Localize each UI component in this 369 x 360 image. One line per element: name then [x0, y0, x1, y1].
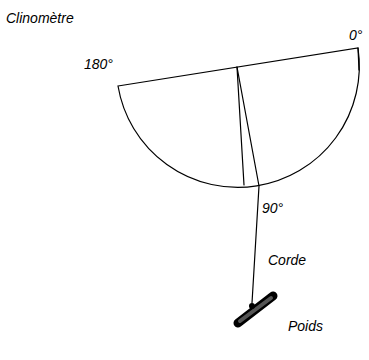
weight-body — [240, 298, 271, 321]
diagram-title: Clinomètre — [6, 10, 74, 26]
part-name: Corde — [268, 252, 306, 268]
cord — [237, 67, 259, 303]
angle-label: 180° — [84, 56, 113, 72]
weight-hook — [249, 303, 255, 309]
protractor-edge — [358, 48, 359, 70]
part-name: Poids — [288, 318, 323, 334]
protractor-outline — [118, 48, 359, 187]
angle-label: 0° — [349, 27, 362, 43]
weight-outline — [238, 296, 273, 323]
angle-label: 90° — [262, 200, 283, 216]
